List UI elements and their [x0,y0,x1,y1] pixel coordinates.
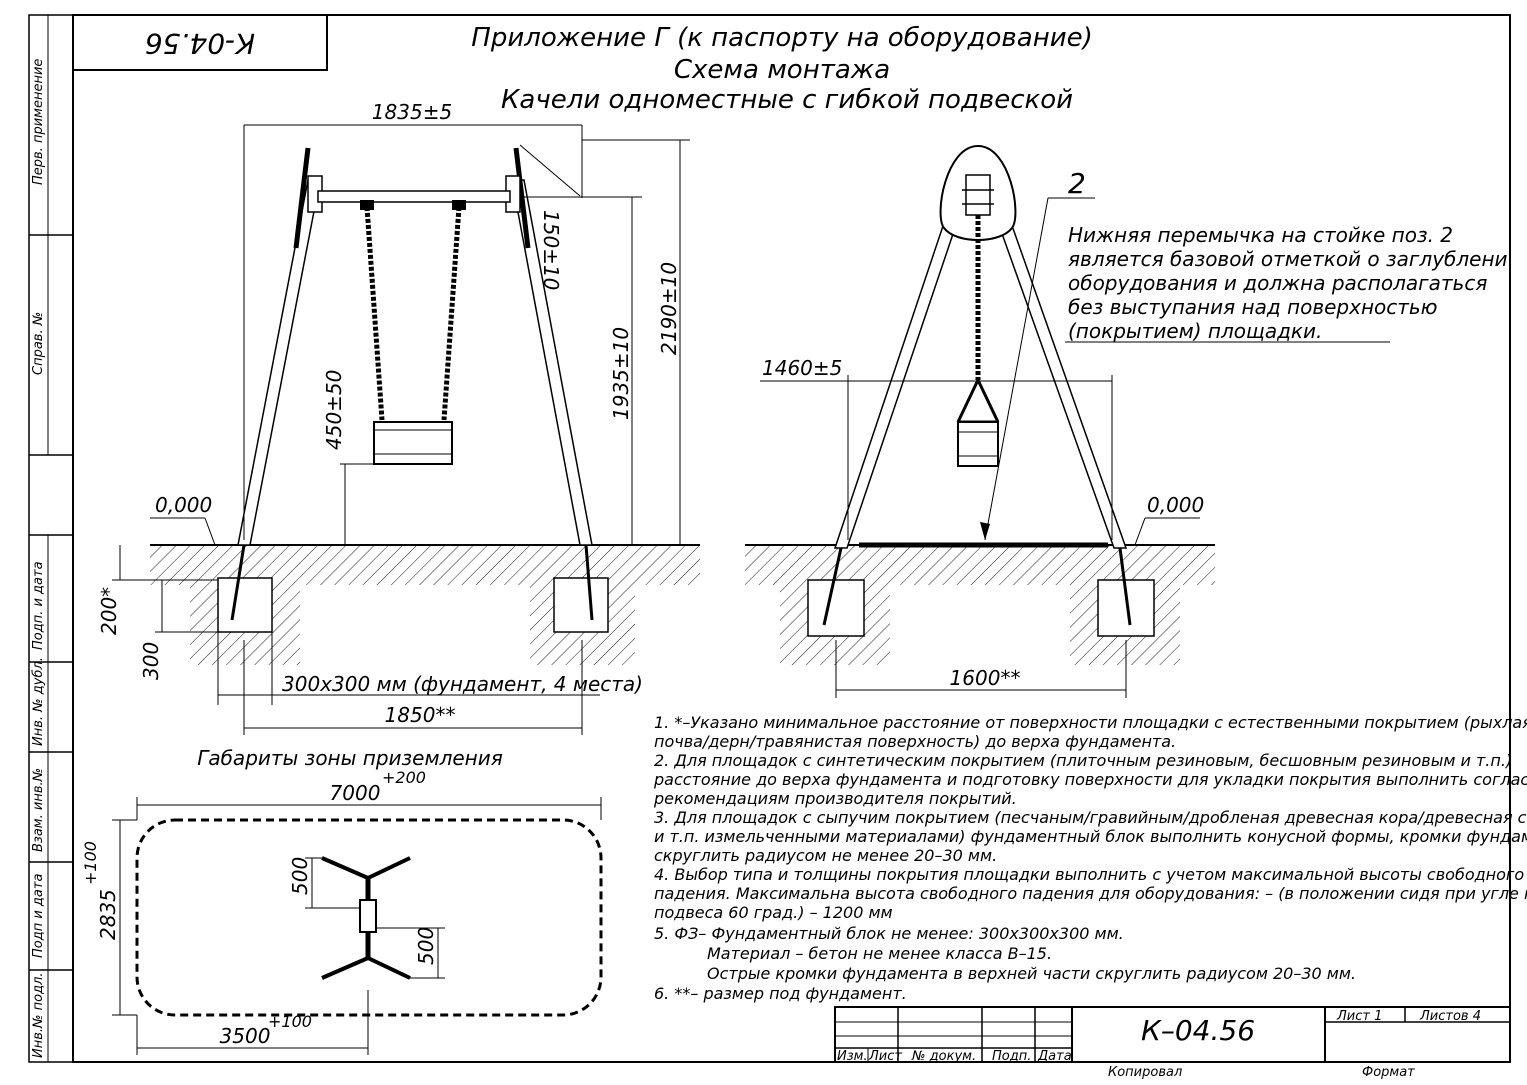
note-line: Материал – бетон не менее класса В–15. [707,944,1052,963]
side-note-line-1: Нижняя перемычка на стойке поз. 2 [1068,223,1453,247]
strip-label-sprav: Справ. № [31,312,46,375]
note-line: Острые кромки фундамента в верхней части… [707,964,1356,983]
note-line: 4. Выбор типа и толщины покрытия площадк… [654,865,1524,884]
note-line: 2. Для площадок с синтетическим покрытие… [654,751,1512,770]
notes-block: 1. *–Указано минимальное расстояние от п… [653,713,1527,1003]
dim-zone-length: 7000 [330,781,381,805]
level-mark-side: 0,000 [1147,493,1204,517]
side-seat [957,421,999,467]
dim-leg-bottom: 500 [414,927,438,965]
side-note-line-2: является базовой отметкой о заглублени [1068,247,1508,271]
foundation-label: 300х300 мм (фундамент, 4 места) [282,672,643,696]
landing-zone: Габариты зоны приземления 7000 +200 2835… [81,746,603,1055]
side-strip [28,14,74,1063]
side-foundation-left [807,579,865,637]
mirrored-stamp-code: К-04.56 [145,27,255,60]
note-line: подвеса 60 град.) – 1200 мм [654,903,893,922]
dim-total-height: 2190±10 [657,262,681,355]
dim-zone-half: 3500 [220,1024,271,1048]
strip-label-perv: Перв. применение [31,59,46,185]
strip-label-vzam: Взам. инв.№ [31,768,46,852]
strip-label-inv-podl: Инв.№ подл. [31,972,46,1058]
dim-foundation-depth: 300 [139,642,163,680]
dim-zone-half-tol: +100 [268,1012,312,1031]
dim-front-base: 1850** [385,703,456,727]
zone-seat [359,899,377,933]
note-line: почва/дерн/травянистая поверхность) до в… [654,732,1176,751]
title-block-sheet: Лист 1 [1336,1009,1382,1024]
chain-left [364,206,385,421]
side-note-line-3: оборудования и должна располагаться [1068,271,1487,295]
format-label: Формат [1362,1065,1415,1080]
front-crossbar [317,190,511,203]
side-view: 2 Нижняя перемычка на стойке поз. 2 явля… [745,144,1508,698]
note-line: расстояние до верха фундамента и подгото… [653,770,1527,789]
front-left-post [237,179,321,546]
note-line: рекомендациям производителя покрытий. [653,789,1017,808]
side-left-leg [833,218,956,549]
chain-right [441,206,462,421]
col-sign: Подп. [992,1049,1031,1064]
note-line: 6. **– размер под фундамент. [654,984,907,1003]
dim-seat-height: 450±50 [322,370,346,450]
dim-crossbar: 150±10 [539,210,563,290]
dim-zone-width: 2835 [96,889,120,940]
landing-zone-outline [135,818,603,1017]
note-line: 5. ФЗ– Фундаментный блок не менее: 300х3… [654,924,1124,943]
dim-zone-width-tol: +100 [81,841,100,885]
title-line-1: Приложение Г (к паспорту на оборудование… [471,23,1092,53]
mirrored-stamp-box [72,14,328,71]
position-number: 2 [1068,167,1086,200]
dim-zone-length-tol: +200 [382,768,426,787]
title-block-code: К–04.56 [1141,1014,1255,1047]
note-line: скруглить радиусом не менее 20–30 мм. [654,846,997,865]
title-block-sheets: Листов 4 [1419,1009,1481,1024]
side-note-line-5: (покрытием) площадки. [1068,319,1322,343]
dim-axis-height: 1935±10 [609,327,633,420]
level-mark-front: 0,000 [155,493,212,517]
foundation-right [553,577,609,633]
title-line-2: Схема монтажа [674,55,890,85]
side-note-line-4: без выступания над поверхностью [1068,295,1438,319]
title-line-3: Качели одноместные с гибкой подвеской [501,85,1073,115]
front-view: 1835±5 150±10 2190±10 1935±10 450±50 0,0… [97,100,700,735]
note-line: падения. Максимальна высота свободного п… [654,884,1527,903]
note-line: и т.п. измельченными материалами) фундам… [654,827,1527,846]
note-line: 3. Для площадок с сыпучим покрытием (пес… [654,808,1527,827]
col-izm: Изм. [837,1049,868,1064]
dim-depth-min: 200* [97,587,121,635]
title-block: К–04.56 Лист 1 Листов 4 Изм. Лист № доку… [834,1006,1511,1080]
ground-hatch-front [150,545,700,665]
dim-leg-top: 500 [288,857,312,895]
col-list: Лист [868,1049,902,1064]
dim-side-top: 1460±5 [762,356,842,380]
note-line: 1. *–Указано минимальное расстояние от п… [654,713,1527,732]
copied-label: Копировал [1108,1065,1182,1080]
dim-side-base: 1600** [950,666,1021,690]
col-date: Дата [1037,1049,1072,1064]
landing-zone-title: Габариты зоны приземления [197,746,503,770]
side-top-cap [939,144,1017,241]
strip-label-inv-dubl: Инв. № дубл. [31,657,46,746]
foundation-left [217,577,273,633]
front-seat [373,421,453,465]
dim-front-width: 1835±5 [372,100,452,124]
strip-label-podp1: Подп. и дата [31,561,46,650]
strip-label-podp2: Подп и дата [31,874,46,958]
col-doc: № докум. [911,1049,976,1064]
